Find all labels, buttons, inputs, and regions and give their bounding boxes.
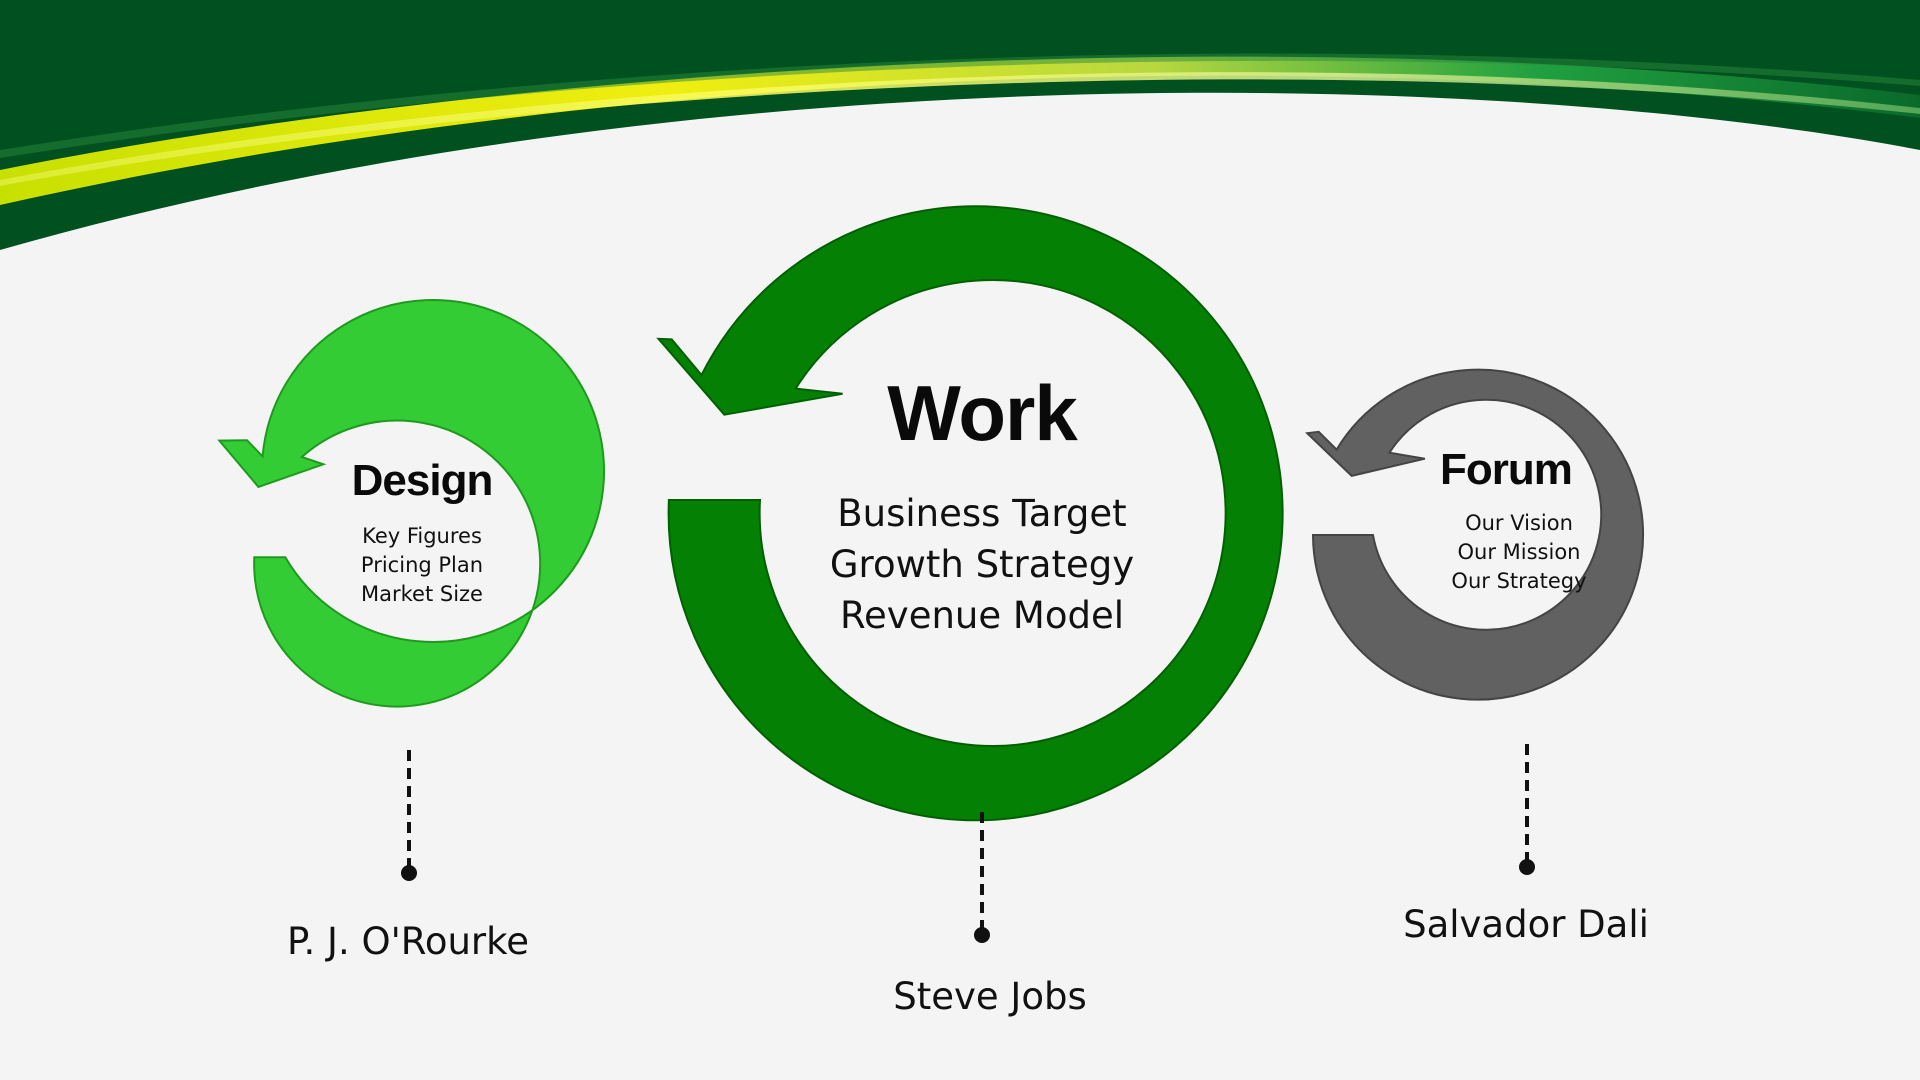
design-title: Design	[351, 456, 494, 505]
connector-design	[401, 750, 417, 881]
forum-item-1: Our Vision	[1465, 511, 1573, 535]
design-item-3: Market Size	[361, 582, 483, 606]
work-title: Work	[887, 369, 1078, 457]
design-item-2: Pricing Plan	[360, 553, 484, 577]
work-items: Business Target Growth Strategy Revenue …	[782, 488, 1182, 641]
design-item-1: Key Figures	[362, 524, 482, 548]
cycle-arrow-forum	[1304, 368, 1644, 701]
forum-items: Our Vision Our Mission Our Strategy	[1419, 509, 1619, 596]
connector-forum	[1519, 744, 1535, 875]
forum-item-2: Our Mission	[1457, 540, 1581, 564]
work-author: Steve Jobs	[893, 975, 1087, 1018]
work-item-1: Business Target	[837, 492, 1127, 535]
forum-title: Forum	[1440, 445, 1573, 494]
forum-author: Salvador Dali	[1403, 903, 1649, 946]
header-swoosh	[0, 0, 1920, 250]
work-item-2: Growth Strategy	[829, 543, 1135, 586]
connector-work	[974, 812, 990, 943]
cycle-arrow-design	[217, 299, 605, 708]
design-author: P. J. O'Rourke	[286, 920, 530, 963]
work-item-3: Revenue Model	[840, 594, 1124, 637]
forum-item-3: Our Strategy	[1451, 569, 1587, 593]
design-items: Key Figures Pricing Plan Market Size	[322, 522, 522, 609]
cycle-arrow-work	[656, 205, 1284, 822]
